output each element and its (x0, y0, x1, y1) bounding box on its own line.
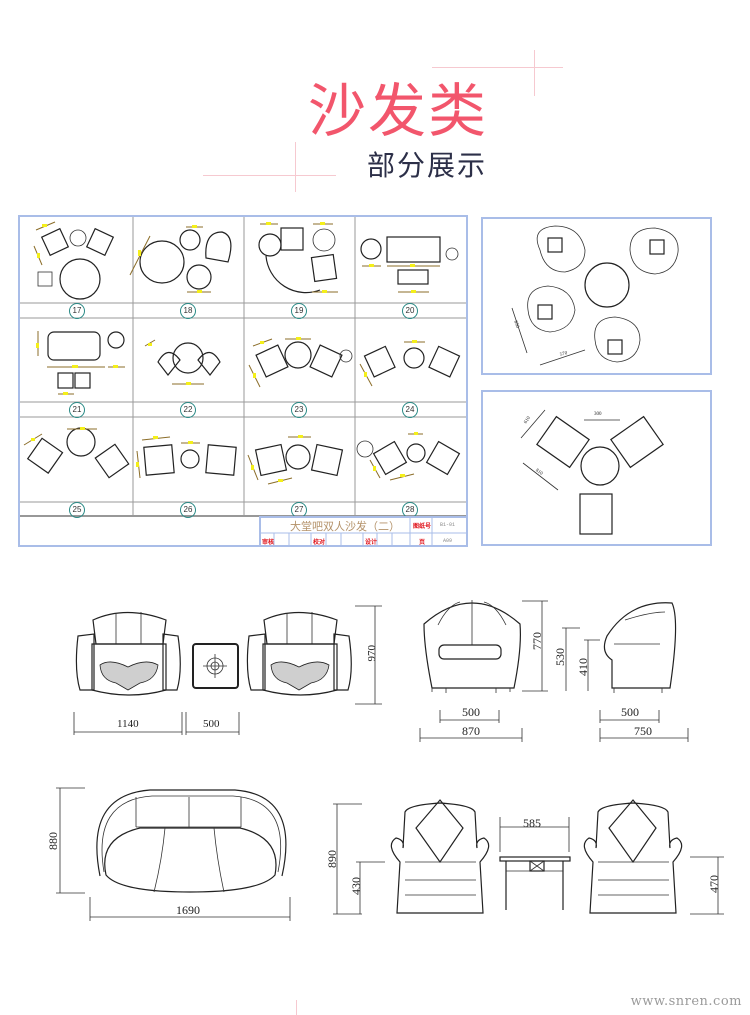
armchair-seat-height-label: 430 (349, 877, 363, 895)
layout-22-drawing (144, 339, 221, 385)
layout-27-drawing (247, 435, 344, 485)
layout-number: 24 (402, 402, 418, 418)
page-label: 页 (419, 539, 426, 546)
table-height-label: 470 (707, 875, 721, 893)
layout-17-drawing (33, 221, 115, 300)
layout-number: 22 (180, 402, 196, 418)
layout-number: 21 (69, 402, 85, 418)
layout-number: 18 (180, 303, 196, 319)
layout-28-drawing (356, 432, 461, 481)
drawing-no-value: B1-01 (440, 522, 456, 528)
page-subtitle: 部分展示 (367, 149, 488, 182)
deco-line-bottom-v (295, 142, 296, 192)
drawing-title-block (259, 516, 468, 547)
layout-20-drawing (360, 236, 459, 293)
layout-23-drawing (248, 337, 353, 388)
deco-line-footer-v (296, 1000, 297, 1015)
armchair-plan-right (246, 611, 352, 696)
layout-25-drawing (23, 427, 130, 479)
layout-26-drawing (136, 436, 237, 479)
tub-side-seat-label: 500 (621, 705, 639, 719)
tub-chair-side (603, 602, 677, 693)
armchair-height-label: 890 (325, 850, 339, 868)
panel-three-chairs-plan (481, 390, 712, 546)
layout-19-drawing (258, 222, 338, 294)
cad-sheet (18, 215, 468, 547)
side-table-width-label: 500 (203, 718, 220, 730)
layout-number: 20 (402, 303, 418, 319)
armchair-elevation-right (583, 799, 683, 914)
tub-front-width-label: 870 (462, 724, 480, 738)
designer-label: 设计 (365, 539, 378, 546)
checker-label: 校对 (313, 539, 326, 546)
panel-four-chairs-plan (481, 217, 712, 375)
armchair-plan-left (75, 611, 181, 696)
layout-18-drawing (129, 225, 232, 293)
deco-line-bottom-h (203, 175, 336, 176)
sofa-width-label: 1690 (176, 903, 200, 917)
layout-number: 23 (291, 402, 307, 418)
layout-21-drawing (36, 331, 125, 395)
tub-chair-front (423, 600, 521, 693)
tub-front-seat-label: 500 (462, 705, 480, 719)
armchair-elevation-left (390, 799, 490, 914)
drawing-title: 大堂吧双人沙发（二） (290, 520, 400, 533)
deco-line-top-h (432, 67, 563, 68)
watermark: www.snren.com (630, 994, 742, 1009)
drawing-no-label: 图纸号 (413, 523, 432, 530)
coffee-table-elevation (499, 856, 571, 910)
layout-number: 19 (291, 303, 307, 319)
reviewer-label: 审核 (262, 539, 275, 546)
layout-24-drawing (359, 340, 461, 387)
three-chairs-dim-gap: 300 (594, 412, 602, 417)
layout-number: 26 (180, 502, 196, 518)
tub-side-depth-label: 750 (634, 724, 652, 738)
layout-number: 25 (69, 502, 85, 518)
deco-line-top-v (534, 50, 535, 96)
page-value: A09 (443, 538, 453, 544)
layout-number: 17 (69, 303, 85, 319)
page-title: 沙发类 (308, 77, 489, 145)
armchair-pair-width-label: 1140 (117, 718, 139, 730)
coffee-table-width-label: 585 (523, 816, 541, 830)
